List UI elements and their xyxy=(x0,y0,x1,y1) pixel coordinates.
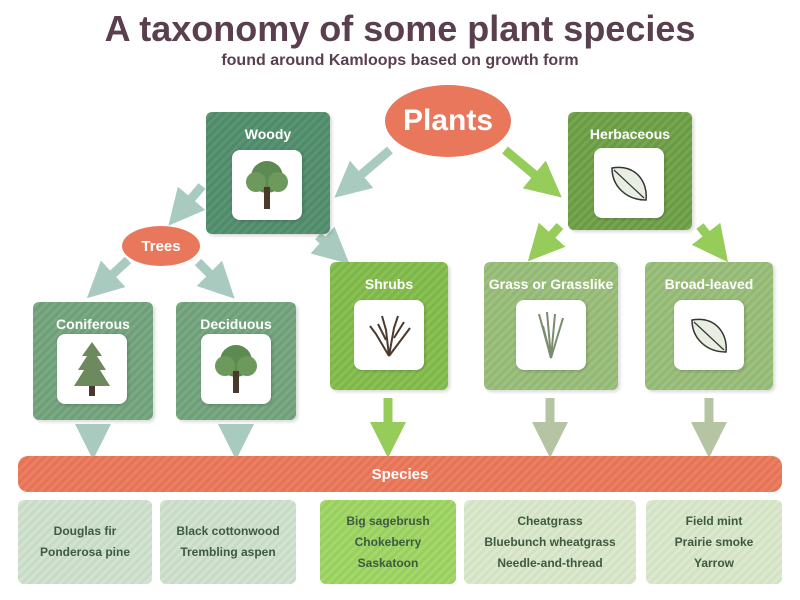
arrow-woody-shrubs xyxy=(310,226,350,264)
species-item: Big sagebrush xyxy=(346,513,430,528)
coniferous-node: Coniferous xyxy=(33,302,153,420)
arrow-woody-trees xyxy=(168,183,206,226)
arrow-trees-deciduous xyxy=(194,258,235,299)
herbaceous-label: Herbaceous xyxy=(589,126,671,142)
diagram-subtitle: found around Kamloops based on growth fo… xyxy=(221,52,579,69)
trees-label: Trees xyxy=(141,237,181,255)
species-shrubs: Big sagebrush Chokeberry Saskatoon xyxy=(320,500,456,584)
shrub-icon xyxy=(354,300,424,370)
grass-node: Grass or Grasslike xyxy=(484,262,618,390)
deciduous-tree-icon xyxy=(232,150,302,220)
woody-label: Woody xyxy=(244,126,292,142)
leaf-icon xyxy=(674,300,744,370)
coniferous-label: Coniferous xyxy=(56,316,130,332)
arrow-plants-woody xyxy=(334,146,393,198)
species-item: Saskatoon xyxy=(357,555,419,570)
species-item: Trembling aspen xyxy=(180,545,276,559)
shrubs-label: Shrubs xyxy=(364,276,414,292)
plants-node: Plants xyxy=(385,85,511,157)
species-item: Field mint xyxy=(685,513,743,528)
plants-label: Plants xyxy=(402,104,494,137)
species-item: Black cottonwood xyxy=(176,524,280,538)
deciduous-node: Deciduous xyxy=(176,302,296,420)
species-broad-leaved: Field mint Prairie smoke Yarrow xyxy=(646,500,782,584)
species-coniferous: Douglas fir Ponderosa pine xyxy=(18,500,152,584)
broad-leaved-label: Broad-leaved xyxy=(664,276,754,292)
leaf-icon xyxy=(594,148,664,218)
arrow-herb-grass xyxy=(527,222,566,262)
deciduous-tree-icon xyxy=(201,334,271,404)
grass-label: Grass or Grasslike xyxy=(488,276,614,292)
species-deciduous: Black cottonwood Trembling aspen xyxy=(160,500,296,584)
deciduous-label: Deciduous xyxy=(200,316,272,332)
arrow-herb-broad xyxy=(691,222,729,263)
species-item: Bluebunch wheatgrass xyxy=(484,534,616,549)
herbaceous-node: Herbaceous xyxy=(568,112,692,230)
arrow-trees-coniferous xyxy=(86,256,132,299)
broad-leaved-node: Broad-leaved xyxy=(645,262,773,390)
arrow-plants-herbaceous xyxy=(502,146,562,198)
species-item: Douglas fir xyxy=(53,524,117,538)
species-item: Ponderosa pine xyxy=(39,545,131,559)
species-item: Yarrow xyxy=(693,555,735,570)
species-item: Prairie smoke xyxy=(674,534,754,549)
diagram-title: A taxonomy of some plant species xyxy=(104,8,696,49)
species-item: Chokeberry xyxy=(354,534,422,549)
conifer-tree-icon xyxy=(57,334,127,404)
trees-node: Trees xyxy=(122,226,200,266)
species-bar: Species xyxy=(18,456,782,492)
woody-node: Woody xyxy=(206,112,330,234)
species-label: Species xyxy=(371,465,429,483)
shrubs-node: Shrubs xyxy=(330,262,448,390)
species-grass: Cheatgrass Bluebunch wheatgrass Needle-a… xyxy=(464,500,636,584)
species-item: Cheatgrass xyxy=(517,513,583,528)
grass-icon xyxy=(516,300,586,370)
species-item: Needle-and-thread xyxy=(497,555,603,570)
